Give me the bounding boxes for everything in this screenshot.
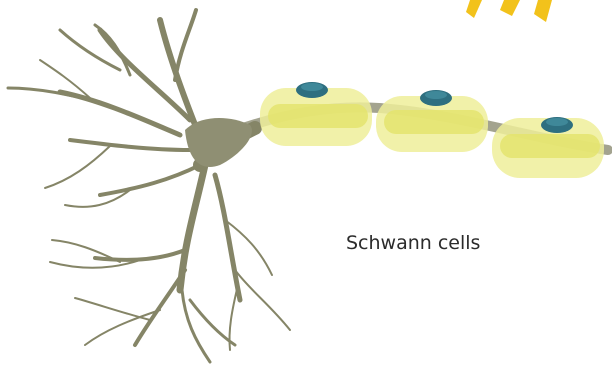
schwann-cell-1	[260, 82, 372, 146]
schwann-cell-2	[376, 90, 488, 152]
neuron-cell-body	[185, 118, 252, 167]
schwann-cells-label: Schwann cells	[346, 232, 480, 254]
neuron-dendrites	[8, 10, 290, 362]
top-accent-shapes	[466, 0, 552, 22]
schwann-cell-3	[492, 117, 604, 178]
